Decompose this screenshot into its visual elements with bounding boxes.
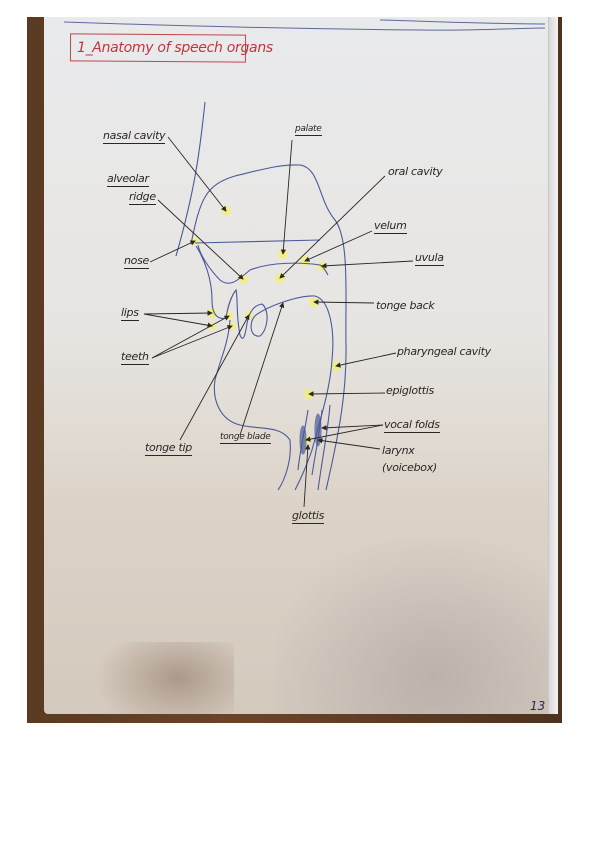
label-teeth: teeth	[121, 350, 149, 365]
label-tongue-blade: tonge blade	[220, 432, 271, 444]
page-title: 1_Anatomy of speech organs	[77, 40, 273, 56]
label-tongue-tip: tonge tip	[145, 441, 192, 456]
hand-shadow	[94, 642, 234, 714]
label-palate: palate	[295, 124, 322, 136]
label-nasal-cavity: nasal cavity	[103, 129, 166, 144]
label-vocal-folds: vocal folds	[384, 418, 440, 433]
label-tongue-back: tonge back	[376, 299, 435, 312]
label-epiglottis: epiglottis	[386, 384, 434, 397]
label-alveolar-ridge-line2: ridge	[129, 190, 156, 205]
notebook-page	[44, 17, 557, 714]
page-stack-edge	[548, 17, 558, 714]
label-pharyngeal-cavity: pharyngeal cavity	[397, 345, 491, 358]
page-number: 13	[530, 699, 546, 713]
label-oral-cavity: oral cavity	[388, 165, 443, 178]
label-uvula: uvula	[415, 251, 444, 266]
label-velum: velum	[374, 219, 407, 234]
camera-shadow	[274, 537, 557, 714]
label-larynx-voicebox: (voicebox)	[382, 461, 437, 474]
leader-lines	[143, 136, 414, 508]
label-lips: lips	[121, 306, 139, 321]
label-glottis: glottis	[292, 509, 325, 524]
label-alveolar-ridge-line1: alveolar	[107, 172, 149, 187]
label-nose: nose	[124, 254, 150, 269]
ruled-line	[379, 19, 546, 25]
ruled-line	[63, 21, 546, 31]
label-larynx: larynx	[382, 444, 415, 457]
